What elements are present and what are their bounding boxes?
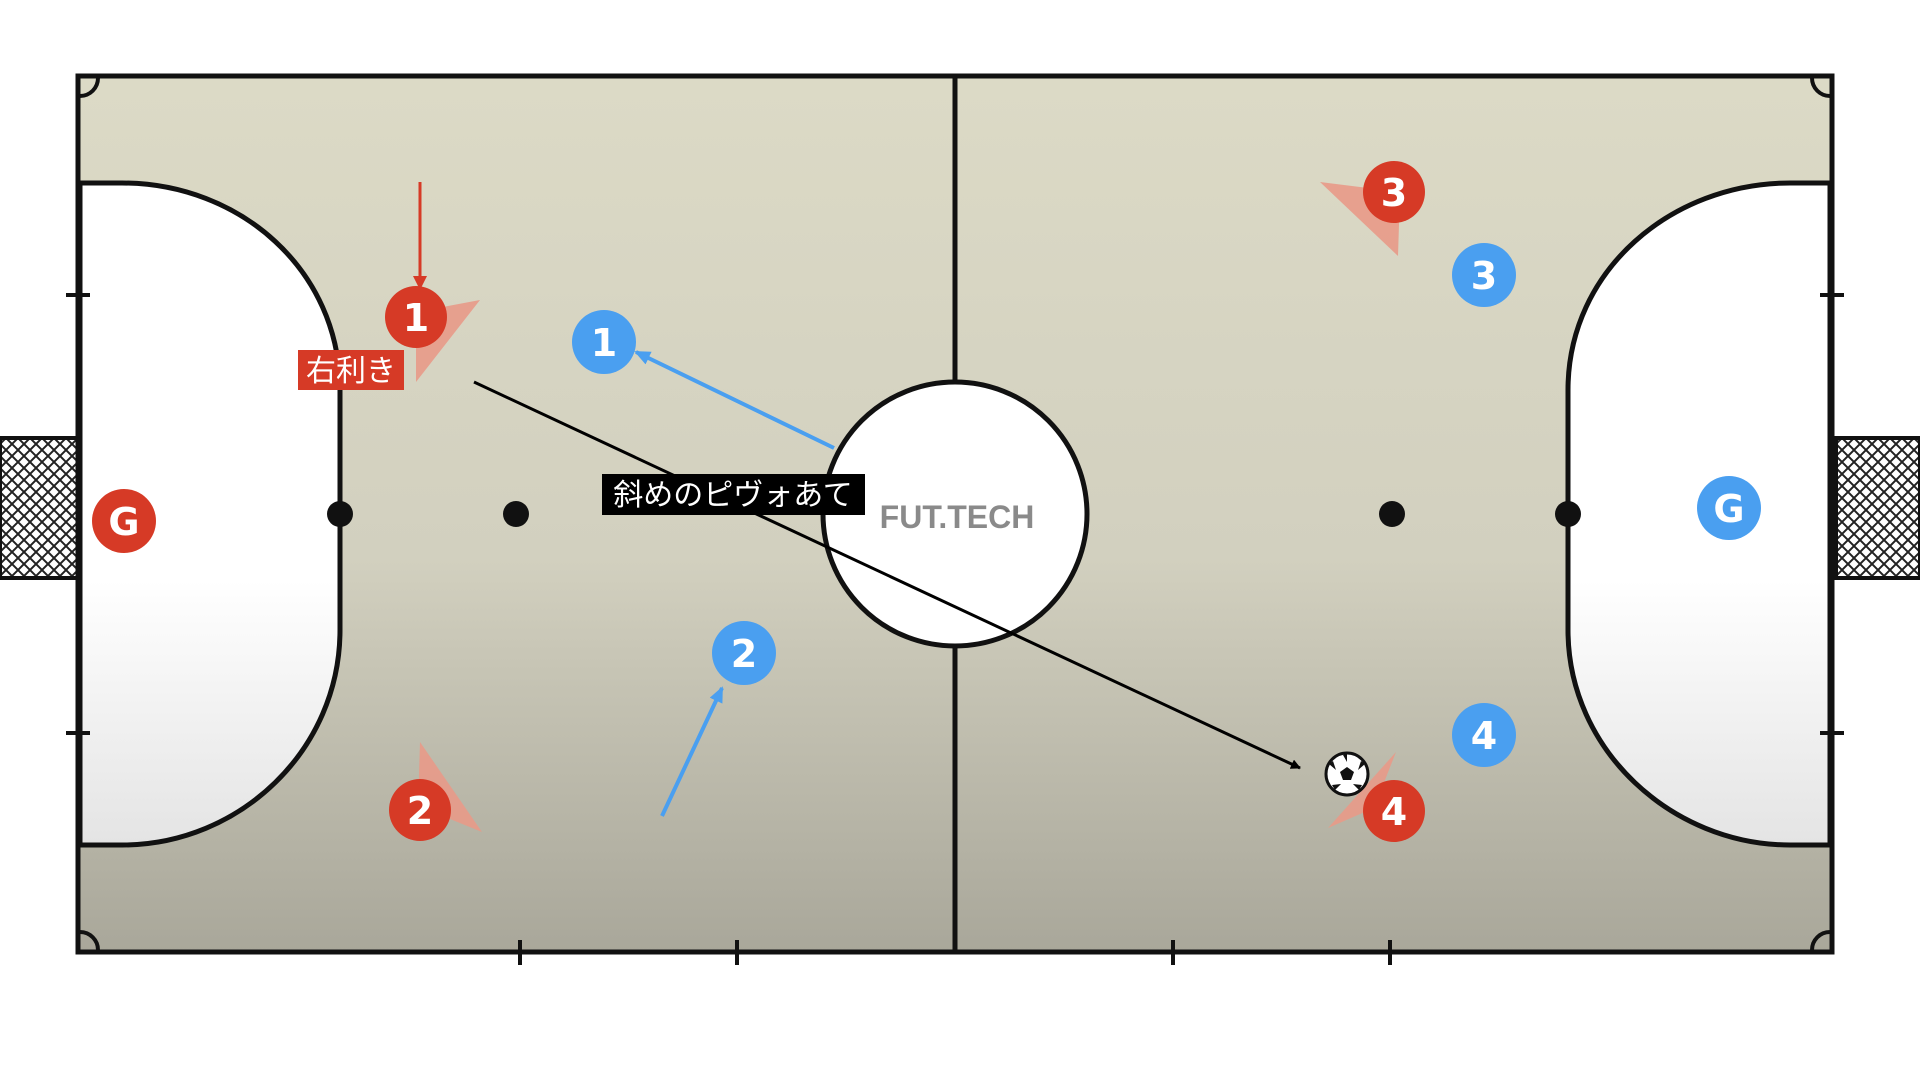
red-player-1[interactable]: 1: [385, 286, 447, 348]
red-player-3-number: 3: [1381, 171, 1407, 215]
blue-player-3[interactable]: 3: [1452, 243, 1516, 307]
blue-player-2[interactable]: 2: [712, 621, 776, 685]
tick-marks: [66, 293, 1844, 965]
penalty-spots: [327, 501, 1581, 527]
left-goal-net-icon: [0, 436, 80, 580]
blue-player-3-number: 3: [1471, 254, 1497, 298]
blue-1-run-arrow: [634, 350, 835, 450]
red-player-1-number: 1: [403, 296, 429, 340]
blue-player-2-number: 2: [731, 632, 757, 676]
soccer-ball-icon: [1324, 751, 1370, 797]
blue-goalkeeper-label: G: [1713, 487, 1744, 531]
red-player-4-number: 4: [1381, 790, 1407, 834]
red-player-2-number: 2: [407, 789, 433, 833]
red-player-3[interactable]: 3: [1363, 161, 1425, 223]
right-footed-label: 右利き: [298, 350, 404, 390]
blue-player-1-number: 1: [591, 321, 617, 365]
brand-logo: FUT.TECH: [880, 499, 1035, 535]
blue-player-4[interactable]: 4: [1452, 703, 1516, 767]
corner-arcs: [79, 77, 1831, 951]
diagonal-pass-arrow: [473, 380, 1301, 770]
red-player-2[interactable]: 2: [389, 779, 451, 841]
red-goalkeeper-label: G: [108, 500, 139, 544]
diagonal-pivot-label: 斜めのピヴォあて: [602, 474, 865, 515]
blue-2-run-arrow: [660, 686, 724, 817]
left-penalty-area: [77, 180, 343, 848]
red-goalkeeper[interactable]: G: [92, 489, 156, 553]
blue-player-1[interactable]: 1: [572, 310, 636, 374]
blue-goalkeeper[interactable]: G: [1697, 476, 1761, 540]
red-player-4[interactable]: 4: [1363, 780, 1425, 842]
blue-player-4-number: 4: [1471, 714, 1497, 758]
right-goal-net-icon: [1834, 436, 1920, 580]
diagonal-pivot-label-text: 斜めのピヴォあて: [613, 478, 852, 513]
right-footed-label-text: 右利き: [306, 354, 396, 389]
